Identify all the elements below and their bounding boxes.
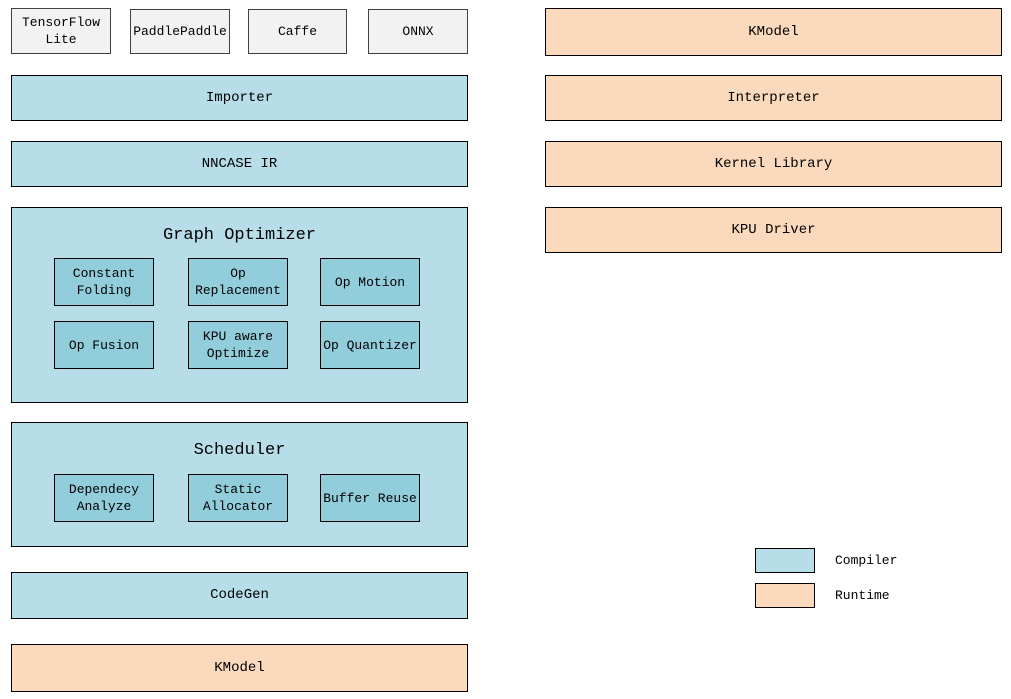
pass-box-kpu-aware-optimize: KPU aware Optimize — [188, 321, 288, 369]
framework-box-tensorflow-lite: TensorFlow Lite — [11, 8, 111, 54]
pass-box-op-quantizer: Op Quantizer — [320, 321, 420, 369]
graph-optimizer-section: Graph Optimizer Constant Folding Op Repl… — [11, 207, 468, 403]
legend-row-runtime: Runtime — [755, 583, 897, 608]
legend-row-compiler: Compiler — [755, 548, 897, 573]
legend-runtime-swatch — [755, 583, 815, 608]
pass-box-op-motion: Op Motion — [320, 258, 420, 306]
codegen-box: CodeGen — [11, 572, 468, 619]
legend-compiler-label: Compiler — [835, 553, 898, 568]
pass-box-buffer-reuse: Buffer Reuse — [320, 474, 420, 522]
legend-runtime-label: Runtime — [835, 588, 890, 603]
importer-box: Importer — [11, 75, 468, 121]
framework-box-caffe: Caffe — [248, 9, 347, 54]
pass-box-op-replacement: Op Replacement — [188, 258, 288, 306]
scheduler-title: Scheduler — [193, 441, 286, 460]
scheduler-section: Scheduler Dependecy Analyze Static Alloc… — [11, 422, 468, 547]
runtime-kmodel-box: KModel — [545, 8, 1002, 56]
kernel-library-box: Kernel Library — [545, 141, 1002, 187]
pass-box-static-allocator: Static Allocator — [188, 474, 288, 522]
kmodel-output-box: KModel — [11, 644, 468, 692]
pass-box-constant-folding: Constant Folding — [54, 258, 154, 306]
kpu-driver-box: KPU Driver — [545, 207, 1002, 253]
pass-box-op-fusion: Op Fusion — [54, 321, 154, 369]
framework-box-paddlepaddle: PaddlePaddle — [130, 9, 230, 54]
interpreter-box: Interpreter — [545, 75, 1002, 121]
graph-optimizer-title: Graph Optimizer — [162, 226, 317, 245]
legend-compiler-swatch — [755, 548, 815, 573]
pass-box-dependecy-analyze: Dependecy Analyze — [54, 474, 154, 522]
nncase-ir-box: NNCASE IR — [11, 141, 468, 187]
framework-box-onnx: ONNX — [368, 9, 468, 54]
legend: Compiler Runtime — [755, 548, 897, 618]
